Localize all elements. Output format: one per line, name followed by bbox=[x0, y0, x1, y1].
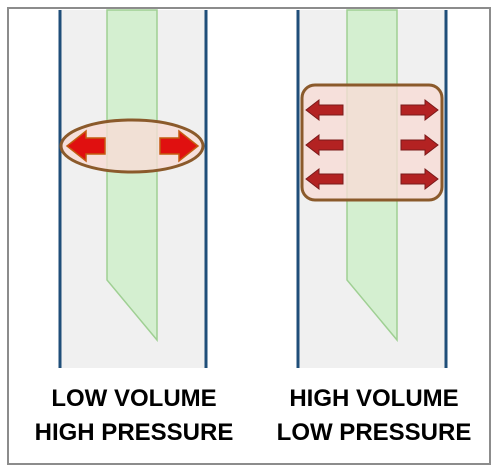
left-arrow-left bbox=[65, 129, 106, 163]
right-arrow-right-3 bbox=[400, 167, 439, 191]
left-caption-line2: HIGH PRESSURE bbox=[34, 419, 234, 446]
right-arrow-right-2 bbox=[400, 133, 439, 157]
left-caption: LOW VOLUME HIGH PRESSURE bbox=[20, 382, 248, 450]
right-caption: HIGH VOLUME LOW PRESSURE bbox=[258, 382, 490, 450]
right-caption-line1: HIGH VOLUME bbox=[289, 385, 459, 412]
right-arrow-left-2 bbox=[305, 133, 344, 157]
left-catheter bbox=[106, 9, 158, 343]
left-panel bbox=[58, 9, 208, 368]
right-arrow-right-1 bbox=[400, 98, 439, 122]
right-arrow-left-1 bbox=[305, 98, 344, 122]
left-arrow-right bbox=[159, 129, 200, 163]
right-panel bbox=[296, 9, 448, 368]
right-arrow-left-3 bbox=[305, 167, 344, 191]
left-caption-line1: LOW VOLUME bbox=[51, 385, 217, 412]
left-balloon bbox=[59, 118, 205, 174]
right-caption-line2: LOW PRESSURE bbox=[276, 419, 472, 446]
